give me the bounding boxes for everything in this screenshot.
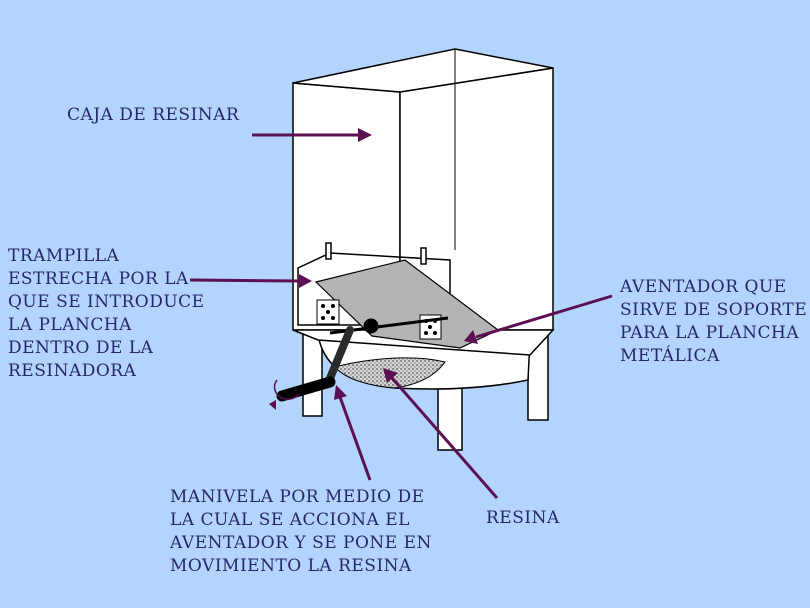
label-manivela: MANIVELA POR MEDIO DE LA CUAL SE ACCIONA… — [170, 487, 432, 576]
box-top-face — [292, 48, 554, 93]
arrow-manivela — [338, 396, 372, 481]
crank-handle — [276, 376, 336, 402]
pointer-arrows — [189, 128, 613, 499]
metal-plate — [314, 259, 500, 349]
trap-door-handle-left — [325, 242, 332, 260]
label-aventador: AVENTADOR QUE SIRVE DE SOPORTE PARA LA P… — [620, 277, 808, 366]
crank-mechanism — [269, 316, 449, 410]
arrow-trampilla — [189, 278, 301, 283]
leg-front-left — [302, 329, 323, 417]
label-resina: RESINA — [486, 508, 560, 528]
label-caja-de-resinar: CAJA DE RESINAR — [67, 105, 240, 125]
trap-door — [297, 242, 451, 326]
trap-door-handle-right — [420, 247, 427, 265]
rotation-arrow-icon — [273, 379, 300, 400]
arrow-aventador — [475, 294, 613, 339]
axle-hub — [363, 318, 379, 334]
crank-arm — [324, 326, 354, 387]
label-trampilla: TRAMPILLA ESTRECHA POR LA QUE SE INTRODU… — [8, 246, 205, 381]
arrow-resina — [390, 377, 499, 499]
